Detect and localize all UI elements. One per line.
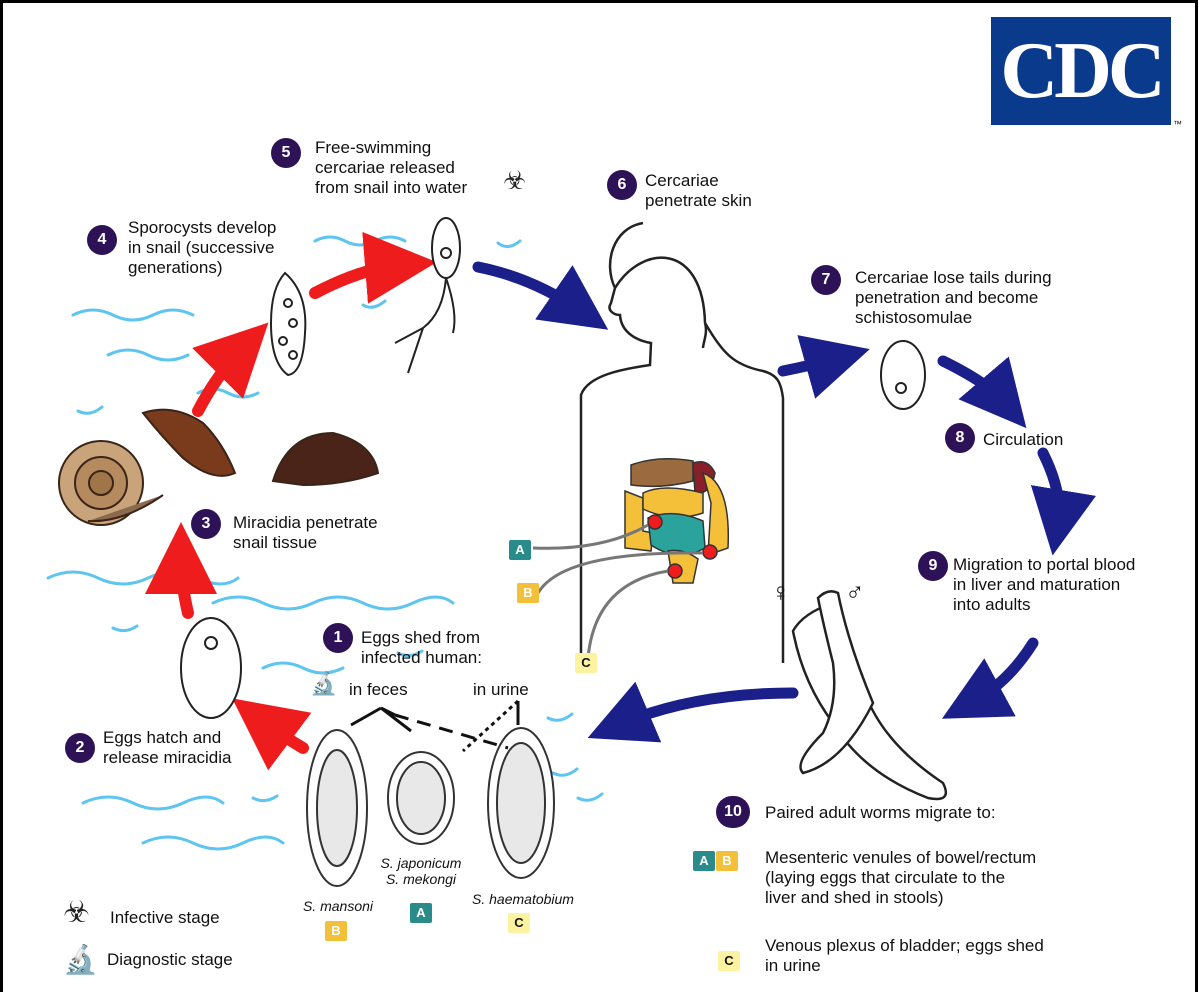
species-japonicum-badge: A [410,903,432,923]
cdc-trademark: ™ [1173,119,1182,129]
biohazard-icon: ☣ [503,165,526,196]
diagnostic-stage-label: Diagnostic stage [107,950,233,970]
step-1-text: Eggs shed from infected human: [361,628,482,668]
step-9-number: 9 [918,551,948,581]
step-5-number: 5 [271,138,301,168]
step-9-text: Migration to portal blood in liver and m… [953,555,1135,615]
step-10-text: Paired adult worms migrate to: [765,803,996,823]
egg-connector-lines [351,701,518,751]
miracidium-drawing [181,618,241,718]
urine-label: in urine [473,680,529,700]
location-badge-a: A [693,851,715,871]
step-6-number: 6 [607,170,637,200]
schistosomula-drawing [881,341,925,409]
cdc-logo-text: CDC [991,21,1171,121]
species-mansoni: S. mansoni [288,898,388,914]
step-4-number: 4 [87,225,117,255]
location-badge-c: C [718,951,740,971]
lifecycle-artwork [3,3,1198,992]
location-c-text: Venous plexus of bladder; eggs shed in u… [765,936,1044,976]
step-7-number: 7 [811,265,841,295]
step-4-text: Sporocysts develop in snail (successive … [128,218,276,278]
adult-worms-drawing [793,591,946,799]
infective-stage-label: Infective stage [110,908,220,928]
female-symbol: ♀ [771,578,791,606]
step-1-number: 1 [323,623,353,653]
step-6-text: Cercariae penetrate skin [645,171,752,211]
cdc-logo: CDC [991,17,1171,125]
organ-badge-c: C [575,653,597,673]
microscope-icon: 🔬 [310,671,337,697]
location-ab-text: Mesenteric venules of bowel/rectum (layi… [765,848,1036,908]
snail-drawings [59,410,378,525]
step-8-text: Circulation [983,430,1063,450]
species-japonicum: S. japonicum S. mekongi [371,855,471,887]
feces-label: in feces [349,680,408,700]
organ-badge-a: A [509,540,531,560]
step-10-number: 10 [716,796,750,828]
step-8-number: 8 [945,423,975,453]
step-2-text: Eggs hatch and release miracidia [103,728,232,768]
species-haematobium: S. haematobium [463,891,583,907]
species-haematobium-badge: C [508,913,530,933]
diagnostic-stage-icon: 🔬 [63,943,98,976]
species-mansoni-badge: B [325,921,347,941]
step-3-number: 3 [191,509,221,539]
male-symbol: ♂ [845,578,865,606]
infective-stage-icon: ☣ [63,895,90,930]
sporocyst-drawing [271,273,305,375]
organs [625,459,728,583]
step-5-text: Free-swimming cercariae released from sn… [315,138,467,198]
step-2-number: 2 [65,733,95,763]
step-7-text: Cercariae lose tails during penetration … [855,268,1052,328]
step-3-text: Miracidia penetrate snail tissue [233,513,378,553]
location-badge-b: B [716,851,738,871]
organ-badge-b: B [517,583,539,603]
